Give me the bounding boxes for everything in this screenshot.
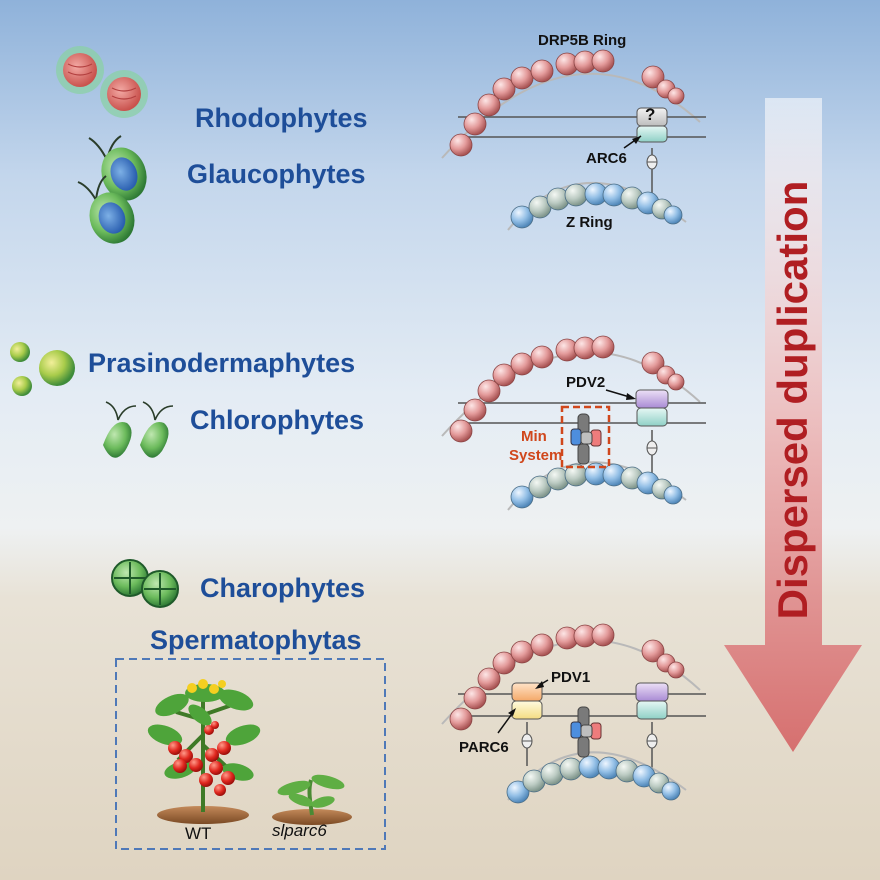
- lineage-chlorophytes: Chlorophytes: [190, 405, 365, 435]
- lineage-rhodophytes: Rhodophytes: [195, 103, 368, 133]
- rhodophyte-cells-icon: [56, 46, 148, 118]
- label-min-system-line2: System: [509, 447, 563, 464]
- charophyte-cells-icon: [111, 559, 179, 608]
- lineage-prasinodermaphytes: Prasinodermaphytes: [88, 348, 356, 378]
- wt-tomato-plant-icon: [147, 679, 261, 824]
- caption-slparc6: slparc6: [272, 821, 327, 840]
- parc6-protein: [511, 700, 543, 720]
- z-ring-beads: [510, 462, 683, 509]
- dispersed-duplication-label: Dispersed duplication: [769, 180, 816, 620]
- drp5b-ring-beads: [449, 623, 685, 731]
- drp5b-ring-beads: [449, 335, 685, 443]
- label-min-system-line1: Min: [521, 428, 547, 445]
- label-parc6: PARC6: [459, 739, 509, 756]
- pdv2-protein: [635, 682, 669, 702]
- division-panel-2: [441, 335, 706, 511]
- pdv1-protein: [511, 682, 543, 702]
- label-unknown-protein: ?: [645, 105, 656, 124]
- z-ring-beads: [506, 755, 681, 804]
- chlorophyte-cells-icon: [103, 401, 174, 458]
- min-system-box: [560, 405, 611, 469]
- arc6-protein: [636, 700, 668, 720]
- label-pdv1: PDV1: [551, 669, 591, 686]
- glaucophyte-cells-icon: [77, 135, 147, 244]
- lineage-glaucophytes: Glaucophytes: [187, 159, 366, 189]
- arc6-protein: [636, 407, 668, 427]
- spermatophyte-plants-box: [115, 658, 386, 850]
- min-system-proteins: [570, 413, 602, 465]
- label-z-ring: Z Ring: [566, 214, 613, 231]
- division-panel-3: [441, 623, 706, 804]
- lineage-spermatophytas: Spermatophytas: [150, 625, 362, 655]
- label-drp5b-ring: DRP5B Ring: [538, 32, 627, 49]
- label-pdv2: PDV2: [566, 374, 606, 391]
- drp5b-ring-beads: [449, 49, 685, 157]
- division-panel-1: [441, 49, 706, 231]
- prasinodermaphyte-cells-icon: [10, 342, 75, 396]
- arc6-protein: [636, 125, 668, 143]
- z-ring-beads: [510, 182, 683, 229]
- lineage-charophytes: Charophytes: [200, 573, 366, 603]
- slparc6-mutant-plant-icon: [272, 774, 352, 825]
- duplication-arrow: [724, 98, 862, 752]
- min-system-proteins: [570, 706, 602, 758]
- pdv2-protein: [635, 389, 669, 409]
- label-arc6: ARC6: [586, 150, 627, 167]
- caption-wt: WT: [185, 824, 212, 843]
